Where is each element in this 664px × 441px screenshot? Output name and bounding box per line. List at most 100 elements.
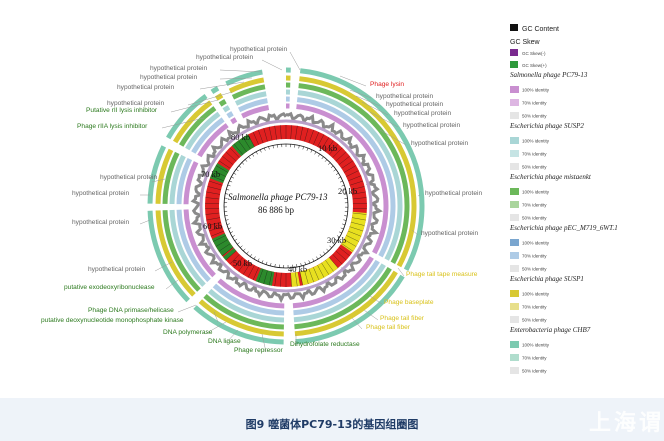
- gene-boundary: [350, 222, 365, 226]
- scale-tick: [314, 151, 317, 155]
- scale-tick: [228, 227, 232, 230]
- gene-boundary: [229, 254, 240, 265]
- legend-identity-swatch: [510, 188, 519, 195]
- scale-tick: [336, 235, 340, 238]
- legend-gc-skew-neg: GC Skew(-): [522, 51, 546, 56]
- annotation-putative-rii-lysis-inhibitor: Putative rII lysis inhibitor: [86, 107, 158, 114]
- scale-tick: [312, 258, 315, 262]
- annotation-hypothetical-protein: hypothetical protein: [88, 266, 146, 273]
- gene-boundary: [308, 268, 314, 283]
- scale-tick: [224, 215, 228, 217]
- gene-boundary: [335, 250, 347, 261]
- gene-boundary: [238, 140, 247, 152]
- scale-tick: [248, 156, 251, 160]
- legend-swatch-gc-skew-neg: [510, 49, 518, 56]
- annotation-connector: [351, 317, 363, 330]
- scale-tick: [334, 238, 338, 242]
- gene-boundary: [352, 208, 368, 209]
- scale-tick: [296, 264, 298, 268]
- scale-tick: [230, 231, 234, 234]
- gene-boundary: [242, 262, 251, 275]
- gene-boundary: [210, 230, 224, 237]
- scale-tick: [226, 189, 230, 191]
- annotation-connector: [361, 101, 389, 116]
- legend-identity-label: 70% identity: [522, 254, 547, 259]
- legend-identity-label: 50% identity: [522, 267, 547, 272]
- legend-species-name: Escherichia phage SUSP1: [509, 275, 584, 283]
- kb-tick-30: 30 kb: [327, 235, 346, 245]
- scale-tick: [330, 165, 334, 168]
- scale-tick: [302, 146, 304, 150]
- scale-tick: [304, 261, 306, 265]
- gene-boundary: [295, 125, 298, 140]
- scale-tick: [264, 147, 266, 151]
- comparison-ring-segment: [193, 305, 284, 345]
- comparison-ring-segment: [162, 210, 201, 292]
- scale-tick: [321, 156, 324, 160]
- gene-boundary: [215, 239, 229, 247]
- gene-boundary: [225, 151, 237, 162]
- annotation-connector: [397, 267, 405, 277]
- gene-boundary: [290, 125, 292, 140]
- scale-tick: [308, 260, 311, 264]
- gene-boundary: [247, 265, 255, 278]
- scale-tick: [241, 162, 245, 165]
- gene-boundary: [325, 260, 334, 272]
- legend-identity-label: 50% identity: [522, 369, 547, 374]
- comparison-ring-segment: [294, 270, 398, 337]
- annotation-hypothetical-protein: hypothetical protein: [140, 74, 198, 81]
- comparison-ring-segment: [226, 111, 234, 119]
- gene-boundary: [317, 265, 325, 278]
- scale-tick: [343, 193, 347, 195]
- annotation-phage-riia-lysis-inhibitor: Phage rIIA lysis inhibitor: [77, 123, 148, 130]
- comparison-ring-segment: [155, 148, 174, 204]
- gene-boundary: [352, 212, 367, 215]
- gene-boundary: [207, 186, 222, 190]
- annotation-connector: [165, 279, 179, 290]
- comparison-ring-segment: [208, 288, 285, 323]
- scale-tick: [225, 219, 229, 221]
- annotation-connector: [219, 69, 263, 73]
- gene-annotations: hypothetical protein hypothetical protei…: [41, 46, 483, 354]
- scale-tick: [342, 223, 346, 226]
- comparison-ring-segment: [198, 299, 284, 337]
- scale-tick: [340, 227, 344, 230]
- kb-tick-70: 70 kb: [201, 169, 220, 179]
- gene-boundary: [350, 186, 365, 190]
- comparison-ring-segment: [191, 117, 225, 154]
- gene-boundary: [222, 247, 234, 257]
- gene-boundary: [304, 128, 309, 142]
- annotation-connector: [261, 59, 283, 71]
- scale-tick: [335, 172, 339, 175]
- gene-boundary: [338, 155, 350, 165]
- gene-boundary: [346, 235, 359, 242]
- gene-boundary: [206, 217, 221, 221]
- annotation-hypothetical-protein: hypothetical protein: [230, 46, 288, 53]
- comparison-ring-segment: [203, 294, 284, 330]
- gene-segment-green: [231, 134, 255, 157]
- annotation-connector: [379, 129, 407, 146]
- legend-swatch-gc-skew-pos: [510, 61, 518, 68]
- gene-boundary: [313, 267, 320, 281]
- comparison-ring-segment: [169, 154, 186, 205]
- legend-identity-swatch: [510, 316, 519, 323]
- scale-tick: [326, 248, 329, 252]
- scale-tick: [243, 248, 246, 252]
- comparison-ring-segment: [155, 210, 196, 297]
- legend-identity-label: 50% identity: [522, 114, 547, 119]
- comparison-ring-segment: [299, 76, 417, 268]
- legend-identity-swatch: [510, 239, 519, 246]
- comparison-ring-segment: [237, 98, 268, 113]
- kb-tick-20: 20 kb: [338, 186, 357, 196]
- comparison-ring-segment: [299, 68, 425, 272]
- gene-boundary: [208, 180, 223, 186]
- annotation-hypothetical-protein: hypothetical protein: [72, 190, 130, 197]
- gene-boundary: [351, 191, 366, 195]
- annotation-phage-tail-fiber: Phage tail fiber: [366, 324, 411, 331]
- gene-boundary: [252, 131, 259, 145]
- gene-boundary: [328, 143, 339, 155]
- comparison-ring-segment: [218, 99, 227, 107]
- scale-tick: [332, 242, 335, 245]
- genome-name: Salmonella phage PC79-13: [228, 192, 328, 202]
